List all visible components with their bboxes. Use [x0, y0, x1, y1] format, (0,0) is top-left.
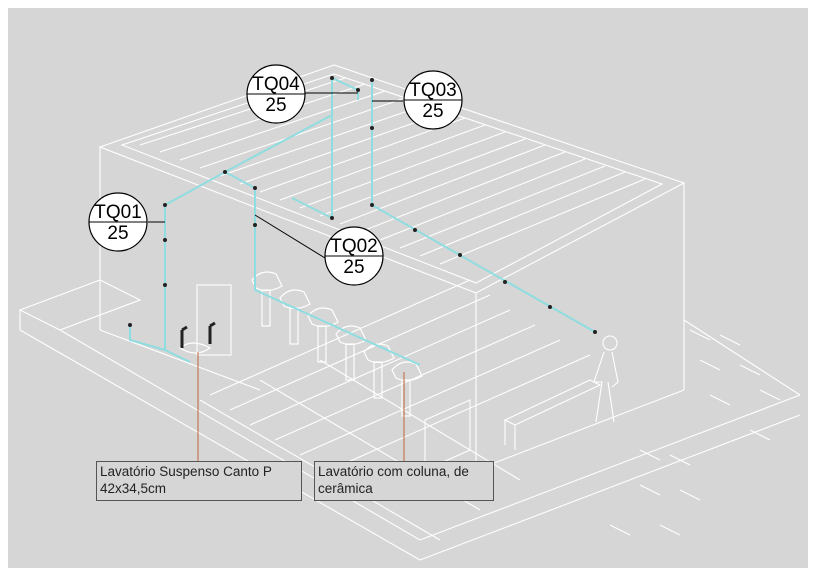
tag-leaders — [148, 92, 403, 259]
tag-TQ03: TQ03 25 — [403, 70, 463, 130]
basin — [391, 361, 423, 417]
callout-column-basin: Lavatório com coluna, de cerâmica — [314, 461, 494, 501]
basin — [307, 307, 339, 363]
tag-TQ04: TQ04 25 — [246, 64, 306, 124]
tag-value: 25 — [265, 95, 286, 116]
tag-TQ01: TQ01 25 — [88, 192, 148, 252]
callout-line: Lavatório com coluna, de — [318, 464, 469, 479]
grab-bars — [180, 321, 216, 348]
tag-id: TQ04 — [252, 74, 300, 95]
tag-value: 25 — [107, 223, 128, 244]
building-outline — [18, 64, 801, 561]
basin — [251, 271, 283, 327]
tag-id: TQ03 — [409, 80, 457, 101]
callout-leaders — [197, 352, 405, 461]
basin — [363, 343, 395, 399]
callout-line: cerâmica — [318, 481, 373, 496]
corner-basin — [178, 342, 212, 354]
tag-id: TQ01 — [94, 202, 142, 223]
callout-corner-basin: Lavatório Suspenso Canto P 42x34,5cm — [96, 461, 302, 501]
callout-line: Lavatório Suspenso Canto P — [100, 464, 272, 479]
callout-line: 42x34,5cm — [100, 481, 167, 496]
tag-value: 25 — [343, 257, 364, 278]
tag-id: TQ02 — [330, 236, 378, 257]
tag-TQ02: TQ02 25 — [324, 226, 384, 286]
tag-value: 25 — [422, 101, 443, 122]
pipe-fittings — [128, 76, 597, 334]
